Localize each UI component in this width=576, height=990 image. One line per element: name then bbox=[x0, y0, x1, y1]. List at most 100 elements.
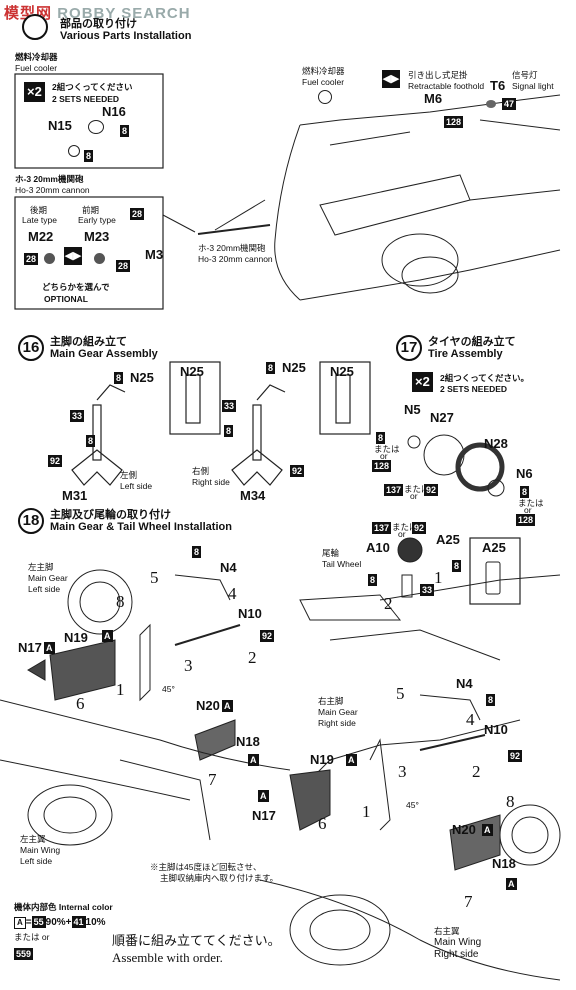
tail-color-33: 33 bbox=[420, 584, 435, 596]
step17-multiplier: ×2 bbox=[412, 372, 433, 392]
part-n28: N28 bbox=[484, 436, 508, 451]
callout-fuel-cooler-jp: 燃料冷却器 bbox=[302, 66, 345, 76]
s18-right-seq-3: 3 bbox=[398, 762, 407, 781]
cannon-jp: ホ-3 20mm機関砲 bbox=[15, 174, 84, 184]
s18-right-seq-2: 2 bbox=[472, 762, 481, 781]
s16-right-color-8b: 8 bbox=[224, 425, 234, 437]
s18-left-color-a3: A bbox=[222, 700, 233, 712]
s18-right-seq-5: 5 bbox=[396, 684, 405, 703]
color-badge-8: 8 bbox=[120, 125, 130, 137]
s18-left-color-a2: A bbox=[102, 630, 113, 642]
s18-left-seq-4: 4 bbox=[228, 584, 237, 603]
left-gear-en2: Left side bbox=[28, 584, 61, 594]
s18-left-color-8: 8 bbox=[192, 546, 202, 558]
s16-right-detail-n25: N25 bbox=[330, 364, 354, 379]
cannon-color-28c: 28 bbox=[116, 260, 131, 272]
step17-needed-jp: 2組つくってください。 bbox=[440, 373, 530, 383]
color-badge-8b: 8 bbox=[84, 150, 94, 162]
s18-right-color-a2: A bbox=[258, 790, 269, 802]
optional-jp: どちらかを選んで bbox=[42, 282, 110, 292]
s18-left-part-n10: N10 bbox=[238, 606, 262, 621]
step18-left-drawing bbox=[0, 569, 291, 846]
foothold-en: Retractable foothold bbox=[408, 81, 485, 91]
tail-wheel-jp: 尾輪 bbox=[322, 548, 340, 558]
step18-title-en: Main Gear & Tail Wheel Installation bbox=[50, 521, 232, 533]
tail-part-a25: A25 bbox=[436, 532, 460, 547]
part-n15: N15 bbox=[48, 118, 72, 133]
left-wing-en1: Main Wing bbox=[20, 845, 61, 855]
early-type-jp: 前期 bbox=[82, 205, 100, 215]
s18-right-part-n17: N17 bbox=[252, 808, 276, 823]
s16-right-color-8a: 8 bbox=[266, 362, 276, 374]
step17-number: 17 bbox=[396, 335, 422, 361]
step15-title-jp: 部品の取り付け bbox=[60, 18, 137, 30]
foothold-color-128: 128 bbox=[444, 116, 464, 128]
tail-color-8a: 8 bbox=[452, 560, 462, 572]
internal-color-title: 機体内部色 Internal color bbox=[14, 902, 113, 912]
tail-part-a10: A10 bbox=[366, 540, 390, 555]
s18-left-seq-6: 6 bbox=[76, 694, 85, 713]
s18-left-color-92: 92 bbox=[260, 630, 275, 642]
s16-left-color-92: 92 bbox=[48, 455, 63, 467]
left-gear-jp: 左主脚 bbox=[28, 562, 54, 572]
s18-left-seq-7: 7 bbox=[208, 770, 217, 789]
step15-number-circle bbox=[22, 14, 48, 40]
s18-left-part-n4: N4 bbox=[220, 560, 237, 575]
cooler-callout-icon bbox=[318, 90, 332, 104]
s17-or-en-c: or bbox=[524, 505, 532, 515]
s18-right-color-a1: A bbox=[346, 754, 357, 766]
right-gear-jp: 右主脚 bbox=[318, 696, 344, 706]
part-m3: M3 bbox=[145, 247, 164, 262]
s18-right-seq-6: 6 bbox=[318, 814, 327, 833]
s16-left-color-33: 33 bbox=[70, 410, 85, 422]
s17-or-jp-b: または bbox=[404, 484, 430, 494]
part-n5: N5 bbox=[404, 402, 421, 417]
step18-number: 18 bbox=[18, 508, 44, 534]
cooler-cap-icon bbox=[68, 145, 80, 157]
tail-wheel-drawing bbox=[299, 537, 561, 661]
right-gear-en2: Right side bbox=[318, 718, 356, 728]
tail-seq-2: 2 bbox=[384, 594, 393, 613]
s18-left-part-n17: N17 bbox=[18, 640, 42, 655]
s18-left-part-n20: N20 bbox=[196, 698, 220, 713]
s18-left-angle: 45° bbox=[162, 684, 175, 694]
s18-right-color-8: 8 bbox=[486, 694, 496, 706]
internal-color-or: または or bbox=[14, 932, 50, 942]
tail-or-jp: または bbox=[392, 522, 418, 532]
s18-right-color-92: 92 bbox=[508, 750, 523, 762]
late-type-jp: 後期 bbox=[30, 205, 48, 215]
choose-arrows-icon: ◀▶ bbox=[64, 247, 82, 265]
step17-title-en: Tire Assembly bbox=[428, 348, 503, 360]
signal-en: Signal light bbox=[512, 81, 554, 91]
s16-left-side-en: Left side bbox=[120, 481, 153, 491]
footer-en: Assemble with order. bbox=[112, 950, 223, 965]
s18-left-part-n18: N18 bbox=[236, 734, 260, 749]
s17-or-en-a: or bbox=[380, 451, 388, 461]
n25-detail-right bbox=[319, 361, 371, 435]
s16-right-side-en: Right side bbox=[192, 477, 230, 487]
m22-part-icon bbox=[44, 253, 55, 264]
signal-light-icon bbox=[486, 100, 496, 108]
part-n6: N6 bbox=[516, 466, 533, 481]
cannon-color-28a: 28 bbox=[130, 208, 145, 220]
m23-part-icon bbox=[94, 253, 105, 264]
callout-cannon-jp: ホ-3 20mm機関砲 bbox=[198, 243, 266, 253]
left-gear-en1: Main Gear bbox=[28, 573, 68, 583]
s18-right-seq-4: 4 bbox=[466, 710, 475, 729]
s18-right-part-n20: N20 bbox=[452, 822, 476, 837]
step16-number: 16 bbox=[18, 335, 44, 361]
retractable-arrows-icon: ◀▶ bbox=[382, 70, 400, 88]
callout-fuel-cooler-en: Fuel cooler bbox=[302, 77, 345, 87]
signal-color-47: 47 bbox=[502, 98, 517, 110]
signal-jp: 信号灯 bbox=[512, 70, 538, 80]
s18-left-seq-3: 3 bbox=[184, 656, 193, 675]
part-m6: M6 bbox=[424, 91, 443, 106]
s16-part-m31: M31 bbox=[62, 488, 88, 503]
part-n16: N16 bbox=[102, 104, 126, 119]
step17-needed-en: 2 SETS NEEDED bbox=[440, 384, 508, 394]
step18-right-drawing bbox=[259, 694, 561, 981]
s17-color-92: 92 bbox=[424, 484, 439, 496]
part-n27: N27 bbox=[430, 410, 454, 425]
